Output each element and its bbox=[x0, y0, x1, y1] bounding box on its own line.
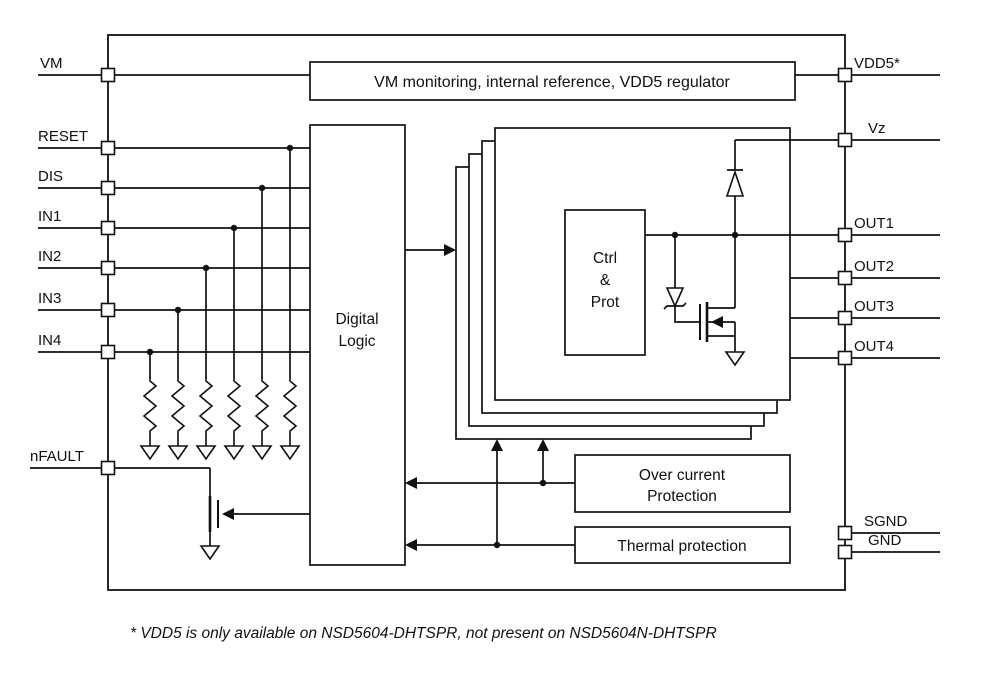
pin-label-dis: DIS bbox=[38, 168, 63, 185]
junction-dot bbox=[671, 231, 679, 239]
resistor-icons bbox=[142, 378, 298, 446]
pin-label-reset: RESET bbox=[38, 128, 88, 145]
ctrl-prot-label-3: Prot bbox=[591, 294, 620, 311]
thermal-label: Thermal protection bbox=[617, 538, 746, 555]
pin-label-vz: Vz bbox=[868, 120, 886, 137]
mosfet-gate-bars bbox=[217, 304, 701, 528]
pin-label-out4: OUT4 bbox=[854, 338, 894, 355]
pin-square-reset bbox=[100, 140, 116, 156]
pin-label-out3: OUT3 bbox=[854, 298, 894, 315]
junction-dot bbox=[539, 479, 547, 487]
ctrl-prot-box bbox=[564, 209, 646, 356]
ctrl-prot-label-2: & bbox=[600, 272, 611, 289]
junction-dot bbox=[146, 348, 154, 356]
digital-logic-block: Digital Logic bbox=[309, 124, 406, 566]
wires bbox=[30, 74, 940, 553]
over-current-label-1: Over current bbox=[639, 467, 726, 484]
pin-square-gnd bbox=[837, 544, 853, 560]
pin-square-in1 bbox=[100, 220, 116, 236]
junction-dot bbox=[258, 184, 266, 192]
zener-diode-icon bbox=[665, 287, 685, 308]
mosfet-channel-bars bbox=[208, 302, 709, 532]
vm-monitor-block: VM monitoring, internal reference, VDD5 … bbox=[309, 61, 796, 101]
thermal-block: Thermal protection bbox=[574, 526, 791, 564]
arrow-right-icon bbox=[444, 244, 456, 256]
over-current-label-2: Protection bbox=[647, 488, 717, 505]
arrow-left-icon bbox=[405, 477, 417, 489]
pin-square-dis bbox=[100, 180, 116, 196]
vm-monitor-box bbox=[309, 61, 796, 101]
mosfet-arrow-icon bbox=[222, 508, 234, 520]
digital-logic-box bbox=[309, 124, 406, 566]
ground-icons bbox=[139, 351, 746, 561]
pin-square-in2 bbox=[100, 260, 116, 276]
pin-square-in4 bbox=[100, 344, 116, 360]
digital-logic-label-2: Logic bbox=[338, 333, 375, 350]
over-current-block: Over current Protection bbox=[574, 454, 791, 513]
pin-square-vdd5 bbox=[837, 67, 853, 83]
ground-icon bbox=[195, 445, 217, 461]
footnote: * VDD5 is only available on NSD5604-DHTS… bbox=[130, 625, 717, 642]
pin-square-out4 bbox=[837, 350, 853, 366]
ground-icon bbox=[139, 445, 161, 461]
ctrl-prot-block: Ctrl & Prot bbox=[564, 209, 646, 356]
pin-square-in3 bbox=[100, 302, 116, 318]
junction-dot bbox=[202, 264, 210, 272]
pin-label-gnd: GND bbox=[868, 532, 902, 549]
pin-label-vdd5: VDD5* bbox=[854, 55, 900, 72]
junction-dot bbox=[230, 224, 238, 232]
pin-square-sgnd bbox=[837, 525, 853, 541]
digital-logic-label-1: Digital bbox=[335, 311, 378, 328]
pin-label-sgnd: SGND bbox=[864, 513, 908, 530]
junction-dots bbox=[146, 144, 739, 549]
pin-label-out2: OUT2 bbox=[854, 258, 894, 275]
ground-icon bbox=[251, 445, 273, 461]
ground-icon bbox=[724, 351, 746, 367]
junction-dot bbox=[174, 306, 182, 314]
ctrl-prot-label-1: Ctrl bbox=[593, 250, 617, 267]
thermal-box bbox=[574, 526, 791, 564]
ground-icon bbox=[279, 445, 301, 461]
mosfet-arrow-icon bbox=[711, 316, 723, 328]
pin-label-out1: OUT1 bbox=[854, 215, 894, 232]
pin-square-out1 bbox=[837, 227, 853, 243]
pin-label-in1: IN1 bbox=[38, 208, 61, 225]
vm-monitor-label: VM monitoring, internal reference, VDD5 … bbox=[374, 74, 730, 91]
pin-square-nfault bbox=[100, 460, 116, 476]
pulldown-resistors bbox=[139, 351, 746, 561]
arrowheads bbox=[222, 244, 723, 551]
pin-square-vm bbox=[100, 67, 116, 83]
pin-label-in2: IN2 bbox=[38, 248, 61, 265]
junction-dot bbox=[286, 144, 294, 152]
pin-squares bbox=[100, 67, 853, 560]
pin-label-in3: IN3 bbox=[38, 290, 61, 307]
pin-label-vm: VM bbox=[40, 55, 63, 72]
pin-square-vz bbox=[837, 132, 853, 148]
diode-icon bbox=[725, 169, 745, 197]
pin-label-nfault: nFAULT bbox=[30, 448, 84, 465]
pin-labels: VM RESET DIS IN1 IN2 IN3 IN4 nFAULT VDD5… bbox=[30, 55, 908, 549]
arrow-up-icon bbox=[537, 439, 549, 451]
channel-stack bbox=[455, 127, 791, 440]
pin-label-in4: IN4 bbox=[38, 332, 61, 349]
junction-dot bbox=[731, 231, 739, 239]
pin-square-out3 bbox=[837, 310, 853, 326]
arrow-up-icon bbox=[491, 439, 503, 451]
ground-icon bbox=[223, 445, 245, 461]
junction-dot bbox=[493, 541, 501, 549]
ground-icon bbox=[199, 545, 221, 561]
wiring bbox=[30, 74, 940, 553]
arrow-left-icon bbox=[405, 539, 417, 551]
ground-icon bbox=[167, 445, 189, 461]
pin-square-out2 bbox=[837, 270, 853, 286]
